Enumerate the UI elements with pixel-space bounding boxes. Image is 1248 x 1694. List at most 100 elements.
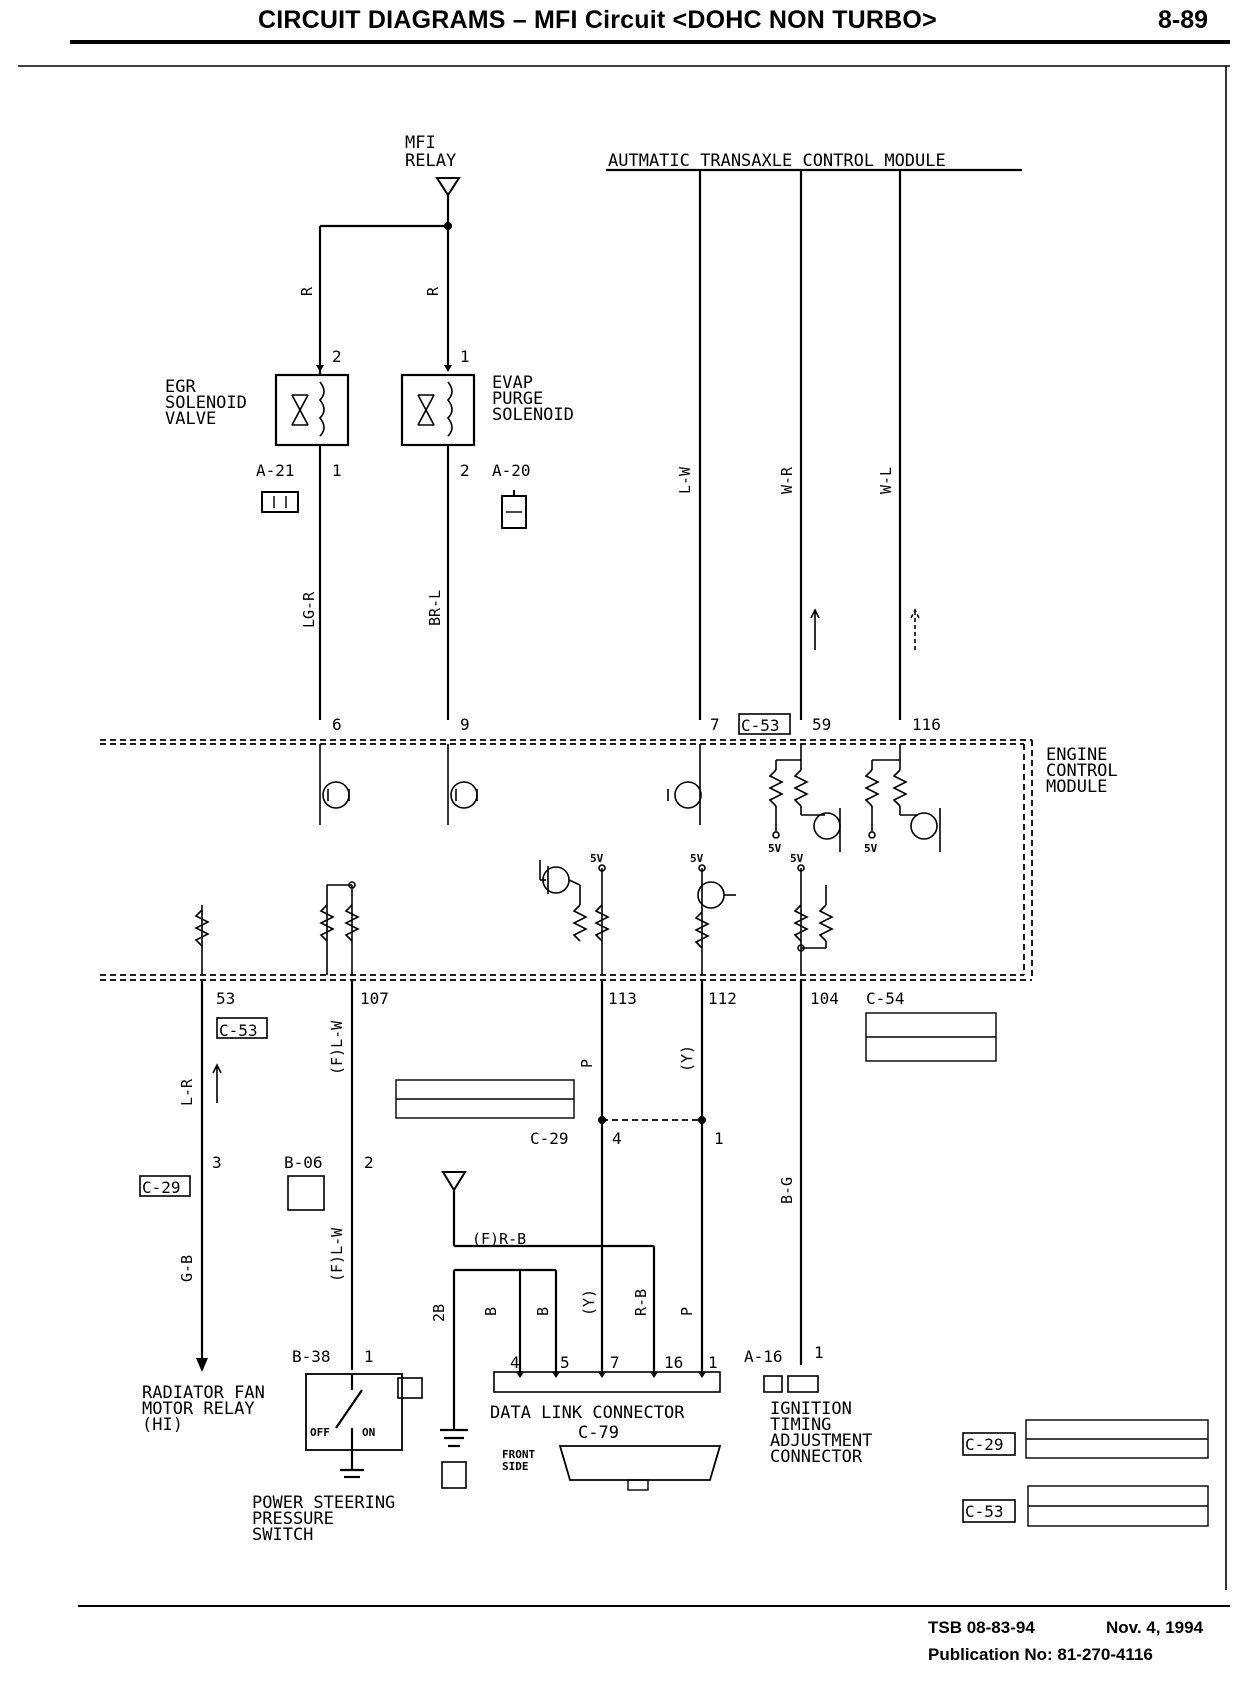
pin-ecm-6: 6 bbox=[332, 715, 342, 734]
wire-2b: 2B bbox=[430, 1304, 448, 1322]
header-rule bbox=[70, 40, 1230, 44]
wire-r-right: R bbox=[424, 286, 442, 296]
volt-5v-a: 5V bbox=[768, 842, 782, 855]
switch-on: ON bbox=[362, 1426, 375, 1439]
ps-switch-label-2: PRESSURE bbox=[252, 1509, 334, 1529]
egr-label-3: VALVE bbox=[165, 409, 216, 429]
egr-solenoid-valve bbox=[274, 365, 350, 720]
footer-rule bbox=[78, 1605, 1230, 1607]
wire-wl: W-L bbox=[877, 467, 895, 494]
page-title: CIRCUIT DIAGRAMS – MFI Circuit <DOHC NON… bbox=[258, 6, 937, 34]
pin-ecm-112: 112 bbox=[708, 989, 737, 1008]
pin-ecm-116: 116 bbox=[912, 715, 941, 734]
evap-label-1: EVAP bbox=[492, 373, 533, 393]
atcm-label: AUTMATIC TRANSAXLE CONTROL MODULE bbox=[608, 151, 946, 171]
switch-off: OFF bbox=[310, 1426, 330, 1439]
pin-c29-1: 1 bbox=[714, 1129, 724, 1148]
conn-c29-c: C-29 bbox=[965, 1435, 1004, 1454]
pin-dlc-7: 7 bbox=[610, 1353, 620, 1372]
dlc-label-2: C-79 bbox=[578, 1423, 619, 1443]
footer-tsb: TSB 08-83-94 bbox=[928, 1618, 1035, 1637]
page-number: 8-89 bbox=[1158, 6, 1209, 34]
ignition-label-2: TIMING bbox=[770, 1415, 831, 1435]
ecm-internal-lower bbox=[194, 860, 834, 975]
volt-5v-e: 5V bbox=[790, 852, 804, 865]
footer-date: Nov. 4, 1994 bbox=[1106, 1618, 1204, 1637]
pin-ecm-113: 113 bbox=[608, 989, 637, 1008]
wire-gb: G-B bbox=[178, 1255, 196, 1282]
power-steering-switch bbox=[305, 1373, 403, 1479]
ground-feed bbox=[440, 1171, 656, 1448]
connector-c53-icon-a bbox=[738, 713, 791, 735]
pin-dlc-4: 4 bbox=[510, 1353, 520, 1372]
ps-switch-label-3: SWITCH bbox=[252, 1525, 313, 1545]
pin-ecm-9: 9 bbox=[460, 715, 470, 734]
radiator-label-2: MOTOR RELAY bbox=[142, 1399, 255, 1419]
front-side-label-1: FRONT bbox=[502, 1448, 535, 1461]
ecm-internal-upper bbox=[319, 744, 941, 852]
wire-lw: L-W bbox=[676, 466, 694, 494]
pin-ecm-107: 107 bbox=[360, 989, 389, 1008]
wire-lgr: LG-R bbox=[300, 591, 318, 628]
volt-5v-c: 5V bbox=[590, 852, 604, 865]
radiator-label-1: RADIATOR FAN bbox=[142, 1383, 265, 1403]
pin-a16-1: 1 bbox=[814, 1343, 824, 1362]
pin-ecm-59: 59 bbox=[812, 715, 831, 734]
pin-b38-1: 1 bbox=[364, 1347, 374, 1366]
connector-a21-icon bbox=[261, 491, 299, 513]
wire-wr: W-R bbox=[778, 466, 796, 494]
mfi-relay-label-1: MFI bbox=[405, 133, 436, 153]
pin-egr-bot: 1 bbox=[332, 461, 342, 480]
egr-label-1: EGR bbox=[165, 377, 196, 397]
conn-c53-b: C-53 bbox=[219, 1021, 258, 1040]
wire-flw-2: (F)L-W bbox=[328, 1227, 346, 1282]
pin-evap-top: 1 bbox=[460, 347, 470, 366]
evap-label-2: PURGE bbox=[492, 389, 543, 409]
conn-b38: B-38 bbox=[292, 1347, 331, 1366]
connector-a20-icon bbox=[501, 490, 527, 529]
footer-publication: Publication No: 81-270-4116 bbox=[928, 1645, 1153, 1664]
wire-frb: (F)R-B bbox=[472, 1230, 526, 1248]
pin-rad-3: 3 bbox=[212, 1153, 222, 1172]
wire-yy: (Y) bbox=[580, 1289, 598, 1316]
ignition-label-1: IGNITION bbox=[770, 1399, 852, 1419]
ecm-label-1: ENGINE bbox=[1046, 745, 1107, 765]
wire-b-b: B bbox=[534, 1307, 552, 1316]
volt-5v-b: 5V bbox=[864, 842, 878, 855]
dlc-label-1: DATA LINK CONNECTOR bbox=[490, 1403, 685, 1423]
ecm-box bbox=[100, 739, 1033, 981]
volt-5v-d: 5V bbox=[690, 852, 704, 865]
conn-c54: C-54 bbox=[866, 989, 905, 1008]
wire-p: P bbox=[578, 1059, 596, 1068]
mfi-relay-label-2: RELAY bbox=[405, 151, 456, 171]
conn-a16: A-16 bbox=[744, 1347, 783, 1366]
egr-label-2: SOLENOID bbox=[165, 393, 247, 413]
ignition-label-3: ADJUSTMENT bbox=[770, 1431, 872, 1451]
pin-dlc-1: 1 bbox=[708, 1353, 718, 1372]
connector-icons bbox=[139, 1017, 1016, 1523]
wire-brl: BR-L bbox=[426, 590, 444, 626]
wire-y: (Y) bbox=[678, 1045, 696, 1072]
lower-wires bbox=[196, 980, 803, 1375]
wire-b-a: B bbox=[482, 1307, 500, 1316]
radiator-label-3: (HI) bbox=[142, 1415, 183, 1435]
pin-ecm-53: 53 bbox=[216, 989, 235, 1008]
mfi-relay-terminal bbox=[318, 177, 461, 365]
pin-egr-top: 2 bbox=[332, 347, 342, 366]
pin-dlc-5: 5 bbox=[560, 1353, 570, 1372]
front-side-label-2: SIDE bbox=[502, 1460, 529, 1473]
wire-lr: L-R bbox=[178, 1078, 196, 1106]
conn-c29-a: C-29 bbox=[530, 1129, 569, 1148]
pin-dlc-16: 16 bbox=[664, 1353, 683, 1372]
evap-label-3: SOLENOID bbox=[492, 405, 574, 425]
wire-bg: B-G bbox=[778, 1177, 796, 1204]
data-link-connector bbox=[493, 1371, 722, 1491]
connector-pinouts bbox=[395, 1012, 1209, 1527]
ecm-label-3: MODULE bbox=[1046, 777, 1107, 797]
pin-evap-bot: 2 bbox=[460, 461, 470, 480]
conn-a20: A-20 bbox=[492, 461, 531, 480]
diagram-frame bbox=[18, 65, 1230, 1590]
conn-b06: B-06 bbox=[284, 1153, 323, 1172]
